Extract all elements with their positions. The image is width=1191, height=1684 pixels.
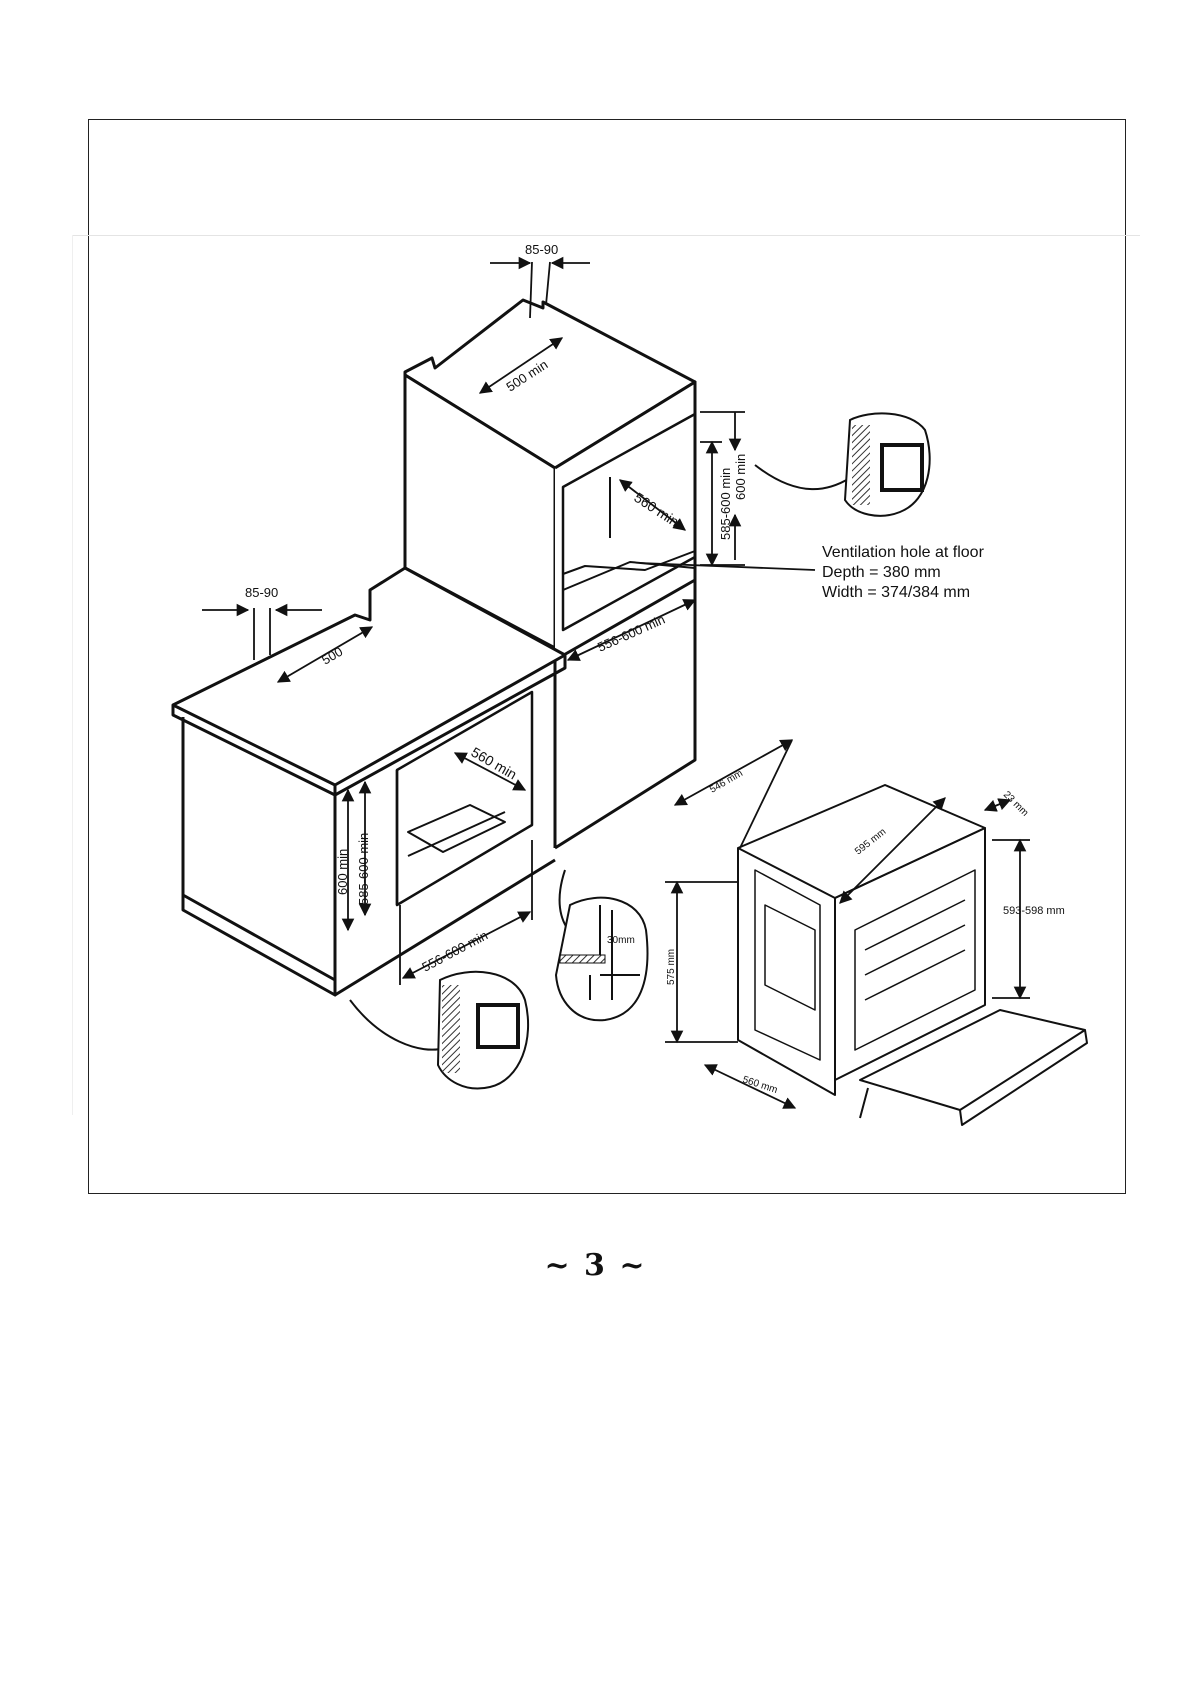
scan-rule-vertical (72, 235, 73, 1115)
label-lower-height-b: 585-600 min (356, 833, 371, 905)
tall-cabinet (403, 298, 697, 850)
base-cabinet (171, 566, 567, 997)
page-number: ~ 3 ~ (544, 1248, 647, 1283)
label-lower-height-a: 600 min (335, 849, 350, 895)
label-lower-cavity-depth: 560 min (469, 744, 520, 783)
oven-drawing (737, 784, 1088, 1126)
dimension-lines (202, 256, 1030, 1109)
label-lower-width: 556-600 min (419, 927, 490, 974)
label-ventilation-title: Ventilation hole at floor (822, 544, 985, 561)
label-detail-gap: 30mm (607, 935, 635, 946)
label-oven-total-height: 593-598 mm (1003, 905, 1065, 917)
vent-detail-upper (754, 412, 931, 517)
label-oven-trim: 23 mm (1001, 789, 1030, 818)
vent-detail-lower (349, 970, 530, 1090)
label-top-gap: 85-90 (525, 242, 558, 257)
label-counter-gap: 85-90 (245, 585, 278, 600)
label-ventilation-width: Width = 374/384 mm (822, 584, 970, 601)
diagram-frame (88, 119, 1126, 1194)
label-ventilation-depth: Depth = 380 mm (822, 564, 941, 581)
label-upper-height-b: 600 min (733, 454, 748, 500)
label-upper-height-a: 585-600 min (718, 468, 733, 540)
label-oven-body-width: 560 mm (741, 1074, 779, 1096)
scan-rule (72, 235, 1140, 236)
label-oven-body-height: 575 mm (666, 949, 677, 985)
label-oven-depth: 546 mm (708, 768, 745, 796)
gap-detail (554, 869, 649, 1022)
